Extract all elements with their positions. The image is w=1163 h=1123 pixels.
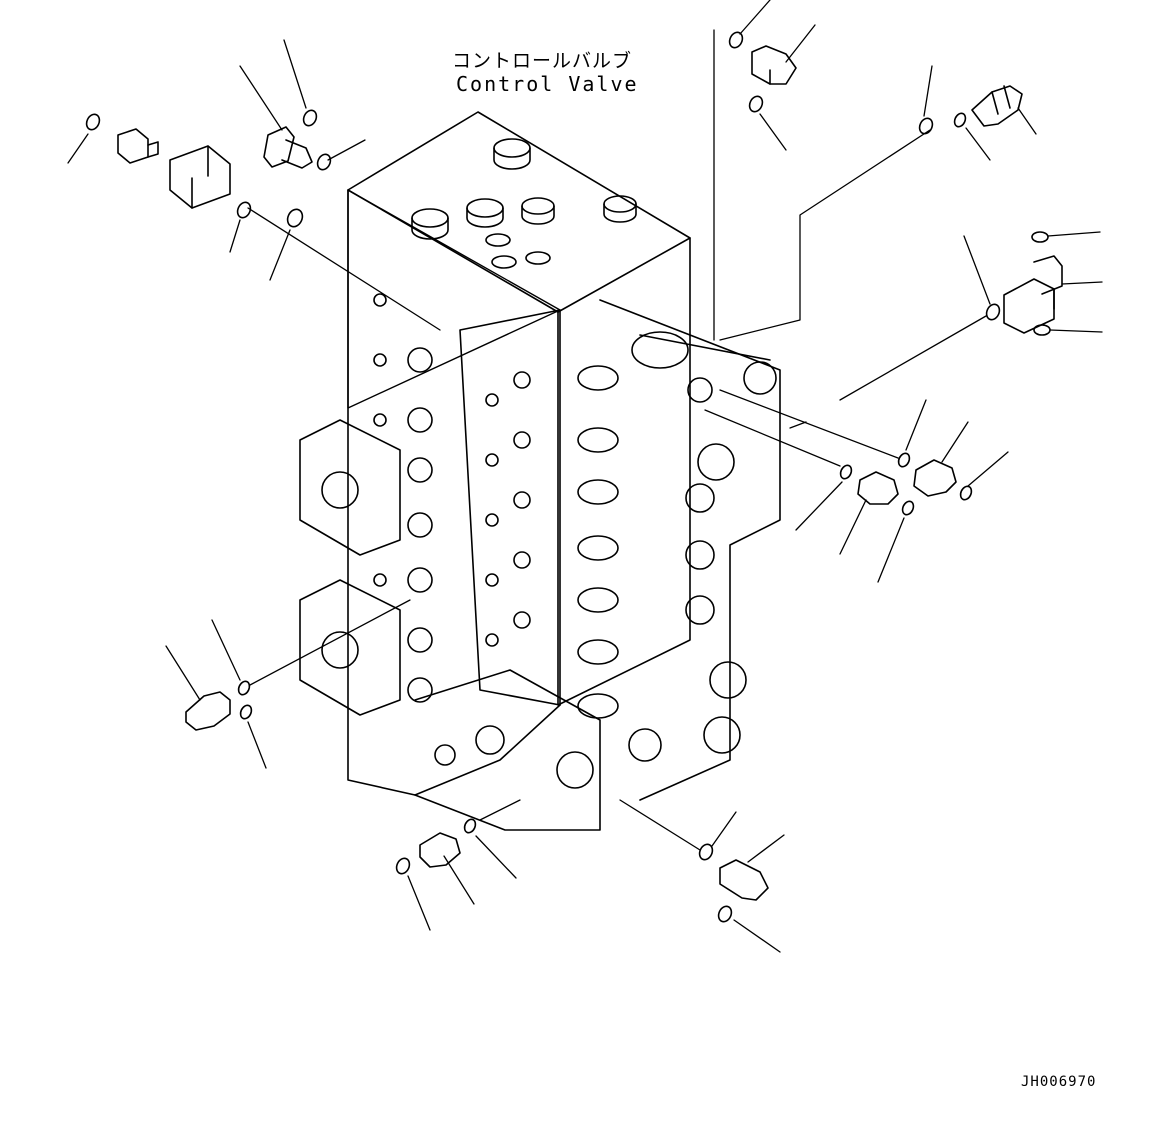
diagram-title-english: Control Valve: [456, 72, 639, 96]
valve-left-column: [348, 190, 560, 795]
tee-fitting-right: [1004, 256, 1062, 333]
elbow-fitting-bottom-left: [186, 692, 230, 730]
valve-right-face: [558, 238, 690, 705]
drawing-reference-code: JH006970: [1021, 1074, 1097, 1090]
right-side-plugs: [578, 332, 776, 761]
o-rings: [84, 30, 1050, 924]
elbow-fitting-top-center: [752, 46, 796, 84]
front-ports: [322, 294, 593, 788]
top-caps: [412, 139, 636, 268]
straight-fitting-top-right: [972, 86, 1022, 126]
straight-fitting-bottom: [420, 833, 460, 867]
diagram-title-japanese: コントロールバルブ: [452, 50, 633, 72]
valve-body: [300, 112, 780, 830]
elbow-fitting-top-left: [264, 127, 312, 168]
sleeve-top-left: [170, 146, 230, 208]
valve-top-face: [348, 112, 690, 312]
elbow-fitting-bottom-right: [720, 860, 768, 900]
straight-fitting-mid-center: [858, 472, 898, 504]
straight-fitting-mid-right: [914, 460, 956, 496]
plug-fitting-top-left: [118, 129, 158, 163]
leader-lines: [68, 0, 1102, 952]
